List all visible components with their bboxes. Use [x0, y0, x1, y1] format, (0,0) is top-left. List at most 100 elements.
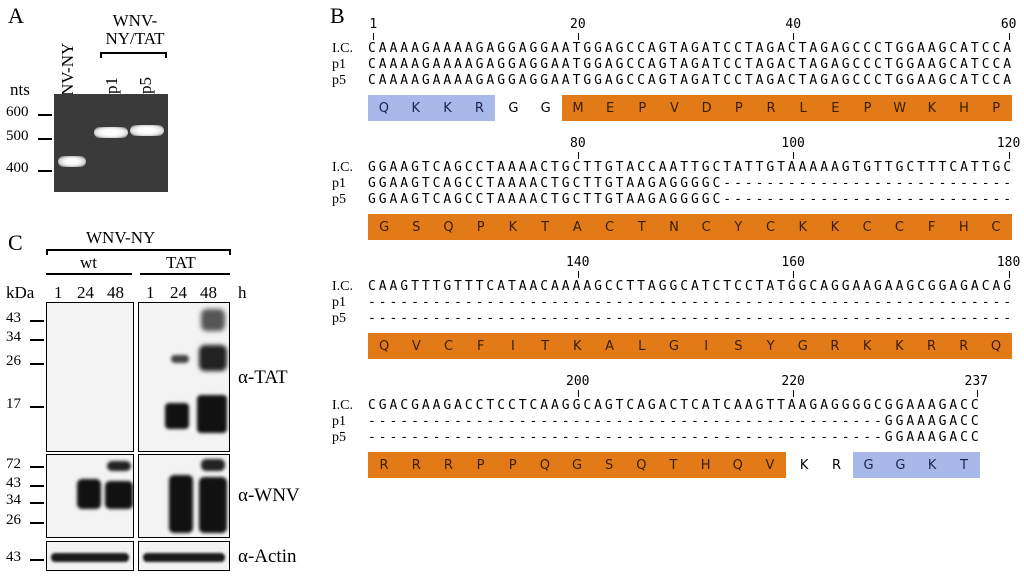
amino-acid: F — [476, 338, 485, 354]
amino-acid: T — [960, 457, 968, 473]
blot-actin-wt — [46, 541, 134, 571]
time-wt-24: 24 — [77, 283, 94, 302]
amino-acid: C — [991, 219, 1001, 235]
virus-label: WNV-NY — [86, 228, 156, 247]
amino-acid: V — [670, 100, 679, 116]
amino-acid: C — [443, 338, 454, 354]
position-tick — [976, 390, 978, 397]
marker-400: 400 — [6, 160, 29, 176]
amino-acid: K — [830, 219, 840, 235]
tat-marker-17: 17 — [6, 396, 21, 412]
sequence-row-label: p5 — [332, 311, 346, 326]
virus-bracket-right — [229, 249, 231, 255]
position-tick — [1008, 33, 1010, 40]
group-label-line2: NY/TAT — [105, 29, 165, 48]
tat-tick-17 — [30, 406, 44, 408]
nts-unit-label: nts — [10, 80, 30, 99]
sequence-row-label: p5 — [332, 430, 346, 445]
wnv-tat-band-48h-72 — [201, 459, 225, 471]
amino-acid: K — [508, 219, 518, 235]
blot-tat-tat — [138, 302, 230, 452]
position-number: 40 — [785, 17, 802, 32]
amino-acid: R — [830, 338, 840, 354]
amino-acid: H — [959, 100, 969, 116]
position-tick — [793, 390, 795, 397]
position-tick — [578, 152, 579, 159]
tat-marker-43: 43 — [6, 310, 21, 326]
amino-acid: Q — [378, 100, 390, 116]
amino-acid: Y — [734, 219, 743, 235]
sequence-row: ----------------------------------------… — [368, 414, 982, 429]
sequence-row: ----------------------------------------… — [368, 311, 1014, 326]
actin-tat-band — [143, 553, 225, 562]
amino-acid: L — [638, 338, 646, 354]
amino-acid: C — [894, 219, 904, 235]
actin-marker-43: 43 — [6, 549, 21, 565]
tat-marker-34: 34 — [6, 329, 21, 345]
group-bracket — [100, 52, 166, 54]
position-number: 1 — [369, 17, 378, 32]
amino-acid: C — [862, 219, 872, 235]
position-number: 60 — [1000, 17, 1017, 32]
amino-acid: M — [572, 100, 584, 116]
amino-acid: S — [605, 457, 614, 473]
wnv-wt-band-48h — [105, 481, 133, 509]
position-tick — [793, 33, 795, 40]
marker-500: 500 — [6, 128, 29, 144]
sequence-row: GGAAGTCAGCCTAAAACTGCTTGTAAGAGGGGC-------… — [368, 192, 1014, 207]
lane-group-label: WNV- NY/TAT — [104, 12, 166, 48]
tat-tick-26 — [30, 363, 44, 365]
amino-acid: Y — [766, 338, 775, 354]
amino-acid: R — [959, 338, 969, 354]
band-wnv-ny — [58, 156, 86, 167]
amino-acid: Q — [539, 457, 550, 473]
actin-wt-band — [51, 553, 129, 562]
amino-acid: N — [669, 219, 679, 235]
position-tick — [793, 271, 795, 278]
amino-acid: P — [992, 100, 1001, 116]
amino-acid: G — [668, 338, 679, 354]
amino-acid: K — [862, 338, 872, 354]
sequence-row: GGAAGTCAGCCTAAAACTGCTTGTACCAATTGCTATTGTA… — [368, 160, 1014, 175]
wnv-marker-34: 34 — [6, 492, 21, 508]
position-number: 160 — [781, 255, 805, 270]
position-number: 237 — [964, 374, 988, 389]
position-number: 200 — [566, 374, 590, 389]
tat-band-24h-dimer — [171, 355, 189, 363]
amino-acid: D — [701, 100, 712, 116]
blot-wnv-tat — [138, 454, 230, 538]
position-tick — [373, 33, 375, 40]
wt-bracket — [46, 273, 132, 275]
amino-acid: K — [927, 100, 937, 116]
sequence-row-label: I.C. — [332, 160, 353, 175]
amino-acid: P — [863, 100, 872, 116]
amino-acid: R — [411, 457, 421, 473]
marker-600: 600 — [6, 104, 29, 120]
time-wt-1: 1 — [54, 283, 63, 302]
blot-wnv-wt — [46, 454, 134, 538]
tat-band-48h-dimer — [199, 345, 227, 371]
amino-acid: R — [766, 100, 776, 116]
agarose-gel-image — [54, 94, 168, 192]
amino-acid: G — [863, 457, 874, 473]
position-tick — [578, 33, 579, 40]
tat-tick-43 — [30, 320, 44, 322]
amino-acid: A — [572, 219, 582, 235]
tat-tick-34 — [30, 339, 44, 341]
panel-a-letter: A — [8, 3, 24, 28]
blot-actin-tat — [138, 541, 230, 571]
sequence-row-label: I.C. — [332, 279, 353, 294]
amino-acid: A — [605, 338, 614, 354]
time-tat-1: 1 — [146, 283, 155, 302]
sequence-row: GGAAGTCAGCCTAAAACTGCTTGTAAGAGGGGC-------… — [368, 176, 1014, 191]
position-tick — [1008, 271, 1010, 278]
sequence-row-label: p1 — [332, 295, 346, 310]
time-tat-48: 48 — [200, 283, 217, 302]
tat-marker-26: 26 — [6, 353, 21, 369]
amino-acid: C — [766, 219, 776, 235]
lane-label-p1: p1 — [102, 77, 121, 94]
amino-acid: F — [927, 219, 936, 235]
amino-acid: Q — [990, 338, 1002, 354]
amino-acid: P — [638, 100, 647, 116]
